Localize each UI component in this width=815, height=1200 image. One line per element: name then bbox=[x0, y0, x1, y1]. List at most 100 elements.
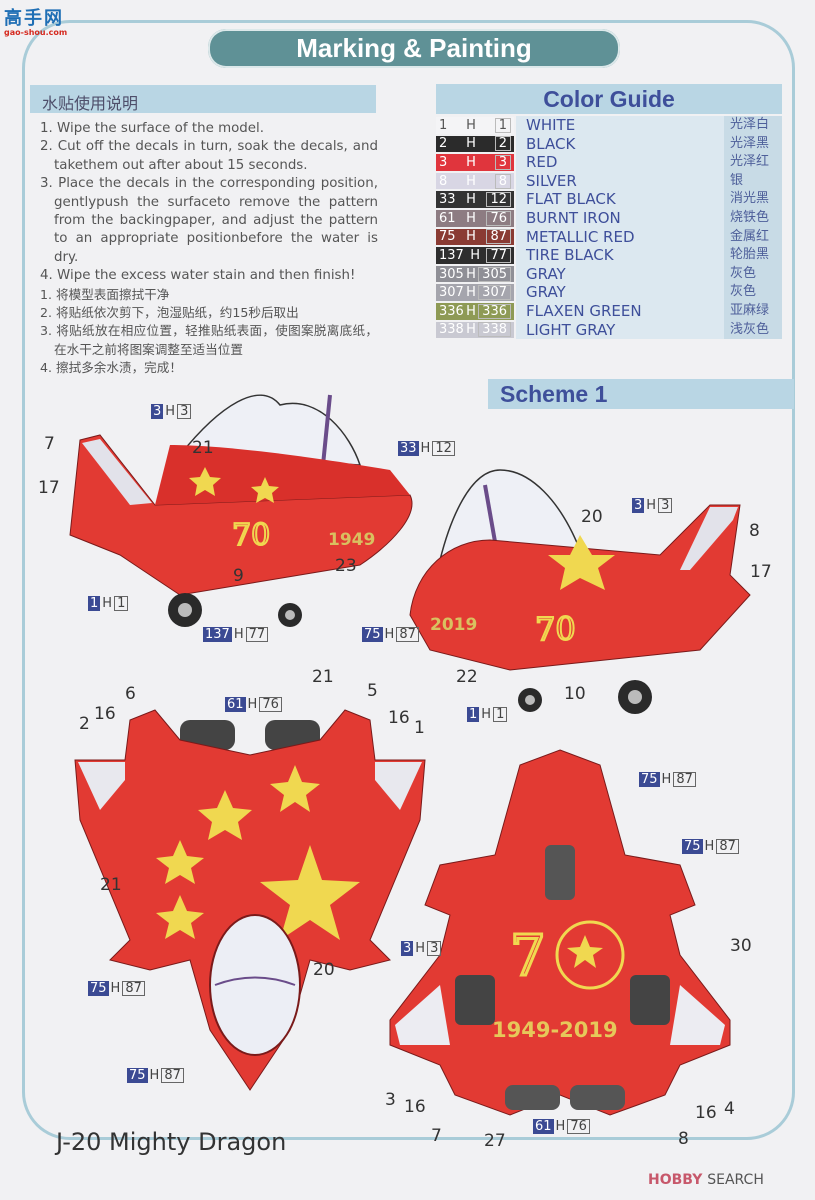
instruction-en: 2. Cut off the decals in turn, soak the … bbox=[40, 139, 378, 173]
paint-code: 1 bbox=[439, 117, 448, 133]
h-code: 3 bbox=[494, 154, 511, 170]
color-name-zh: 灰色 bbox=[724, 283, 782, 302]
paint-code: 61 bbox=[439, 210, 456, 226]
decal-number: 7 bbox=[44, 434, 55, 454]
decal-number: 21 bbox=[312, 667, 334, 687]
decal-number: 9 bbox=[233, 566, 244, 586]
h-label: H bbox=[466, 192, 476, 208]
decal-number: 2 bbox=[79, 714, 90, 734]
color-name-zh: 银 bbox=[724, 171, 782, 191]
instruction-en: 4. Wipe the excess water stain and then … bbox=[40, 268, 356, 284]
decal-number: 16 bbox=[388, 708, 410, 728]
decal-number: 22 bbox=[456, 667, 478, 687]
plane-side-view-right: 2019 70 bbox=[409, 469, 751, 714]
instruction-zh: 2. 将贴纸依次剪下，泡湿贴纸，约15秒后取出 bbox=[40, 305, 299, 321]
paint-code: 338 bbox=[439, 322, 464, 338]
decal-number: 4 bbox=[724, 1099, 735, 1119]
color-name: SILVER bbox=[516, 171, 724, 191]
color-guide-heading: Color Guide bbox=[543, 86, 675, 112]
h-label: H bbox=[466, 229, 476, 245]
color-name-zh: 光泽白 bbox=[724, 116, 782, 135]
watermark-brand: HOBBY bbox=[648, 1172, 703, 1188]
decal-number: 5 bbox=[367, 681, 378, 701]
color-name: RED bbox=[516, 153, 724, 172]
svg-text:70: 70 bbox=[232, 518, 270, 553]
decal-number: 17 bbox=[750, 562, 772, 582]
color-name-zh: 亚麻绿 bbox=[724, 301, 782, 321]
color-name: GRAY bbox=[516, 264, 724, 284]
color-name-zh: 金属红 bbox=[724, 227, 782, 247]
decal-number: 23 bbox=[335, 556, 357, 576]
color-name: LIGHT GRAY bbox=[516, 320, 724, 340]
decal-number: 8 bbox=[678, 1129, 689, 1149]
color-swatch: 1 H 1 bbox=[436, 117, 514, 134]
decal-number: 21 bbox=[192, 438, 214, 458]
decal-number: 7 bbox=[431, 1126, 442, 1146]
decal-number: 10 bbox=[564, 684, 586, 704]
page-border bbox=[22, 20, 795, 1140]
instructions-heading: 水贴使用说明 bbox=[42, 94, 139, 113]
instruction-zh: 3. 将贴纸放在相应位置，轻推贴纸表面，使图案脱离底纸，在水干之前将图案调整至适… bbox=[40, 323, 378, 357]
svg-text:1949-2019: 1949-2019 bbox=[492, 1018, 618, 1042]
svg-text:70: 70 bbox=[535, 610, 576, 648]
color-name-zh: 光泽黑 bbox=[724, 134, 782, 154]
h-label: H bbox=[466, 117, 476, 133]
instructions-heading-bar: 水贴使用说明 bbox=[30, 85, 376, 113]
color-name: BLACK bbox=[516, 134, 724, 154]
color-name-zh: 灰色 bbox=[724, 264, 782, 284]
instruction-zh: 4. 擦拭多余水渍，完成！ bbox=[40, 360, 182, 376]
hobby-search-watermark[interactable]: HOBBY SEARCH bbox=[648, 1172, 764, 1188]
color-name: METALLIC RED bbox=[516, 227, 724, 247]
svg-text:2019: 2019 bbox=[430, 615, 477, 635]
h-code: 1 bbox=[494, 117, 511, 133]
plane-top-view bbox=[74, 709, 426, 1091]
svg-text:7: 7 bbox=[510, 924, 546, 989]
paint-code: 2 bbox=[439, 136, 448, 152]
decal-number: 16 bbox=[404, 1097, 426, 1117]
decal-number: 17 bbox=[38, 478, 60, 498]
h-code: 76 bbox=[486, 210, 511, 226]
decal-number: 8 bbox=[749, 521, 760, 541]
paint-code: 336 bbox=[439, 303, 464, 319]
h-label: H bbox=[470, 247, 481, 263]
decal-number: 30 bbox=[730, 936, 752, 956]
color-name-zh: 光泽红 bbox=[724, 153, 782, 172]
logo-url: gao-shou.com bbox=[4, 28, 68, 37]
h-code: 2 bbox=[494, 136, 511, 152]
paint-code: 305 bbox=[439, 266, 464, 282]
site-logo[interactable]: 高手网 gao-shou.com bbox=[4, 4, 68, 40]
decal-number: 1 bbox=[414, 718, 425, 738]
h-code: 307 bbox=[478, 285, 511, 301]
watermark-search: SEARCH bbox=[707, 1172, 764, 1188]
h-label: H bbox=[466, 136, 476, 152]
h-code: 305 bbox=[478, 266, 511, 282]
h-label: H bbox=[466, 303, 476, 319]
instruction-zh: 1. 将模型表面擦拭干净 bbox=[40, 286, 170, 302]
color-name-zh: 轮胎黑 bbox=[724, 246, 782, 265]
decal-number: 16 bbox=[94, 704, 116, 724]
h-label: H bbox=[466, 266, 476, 282]
